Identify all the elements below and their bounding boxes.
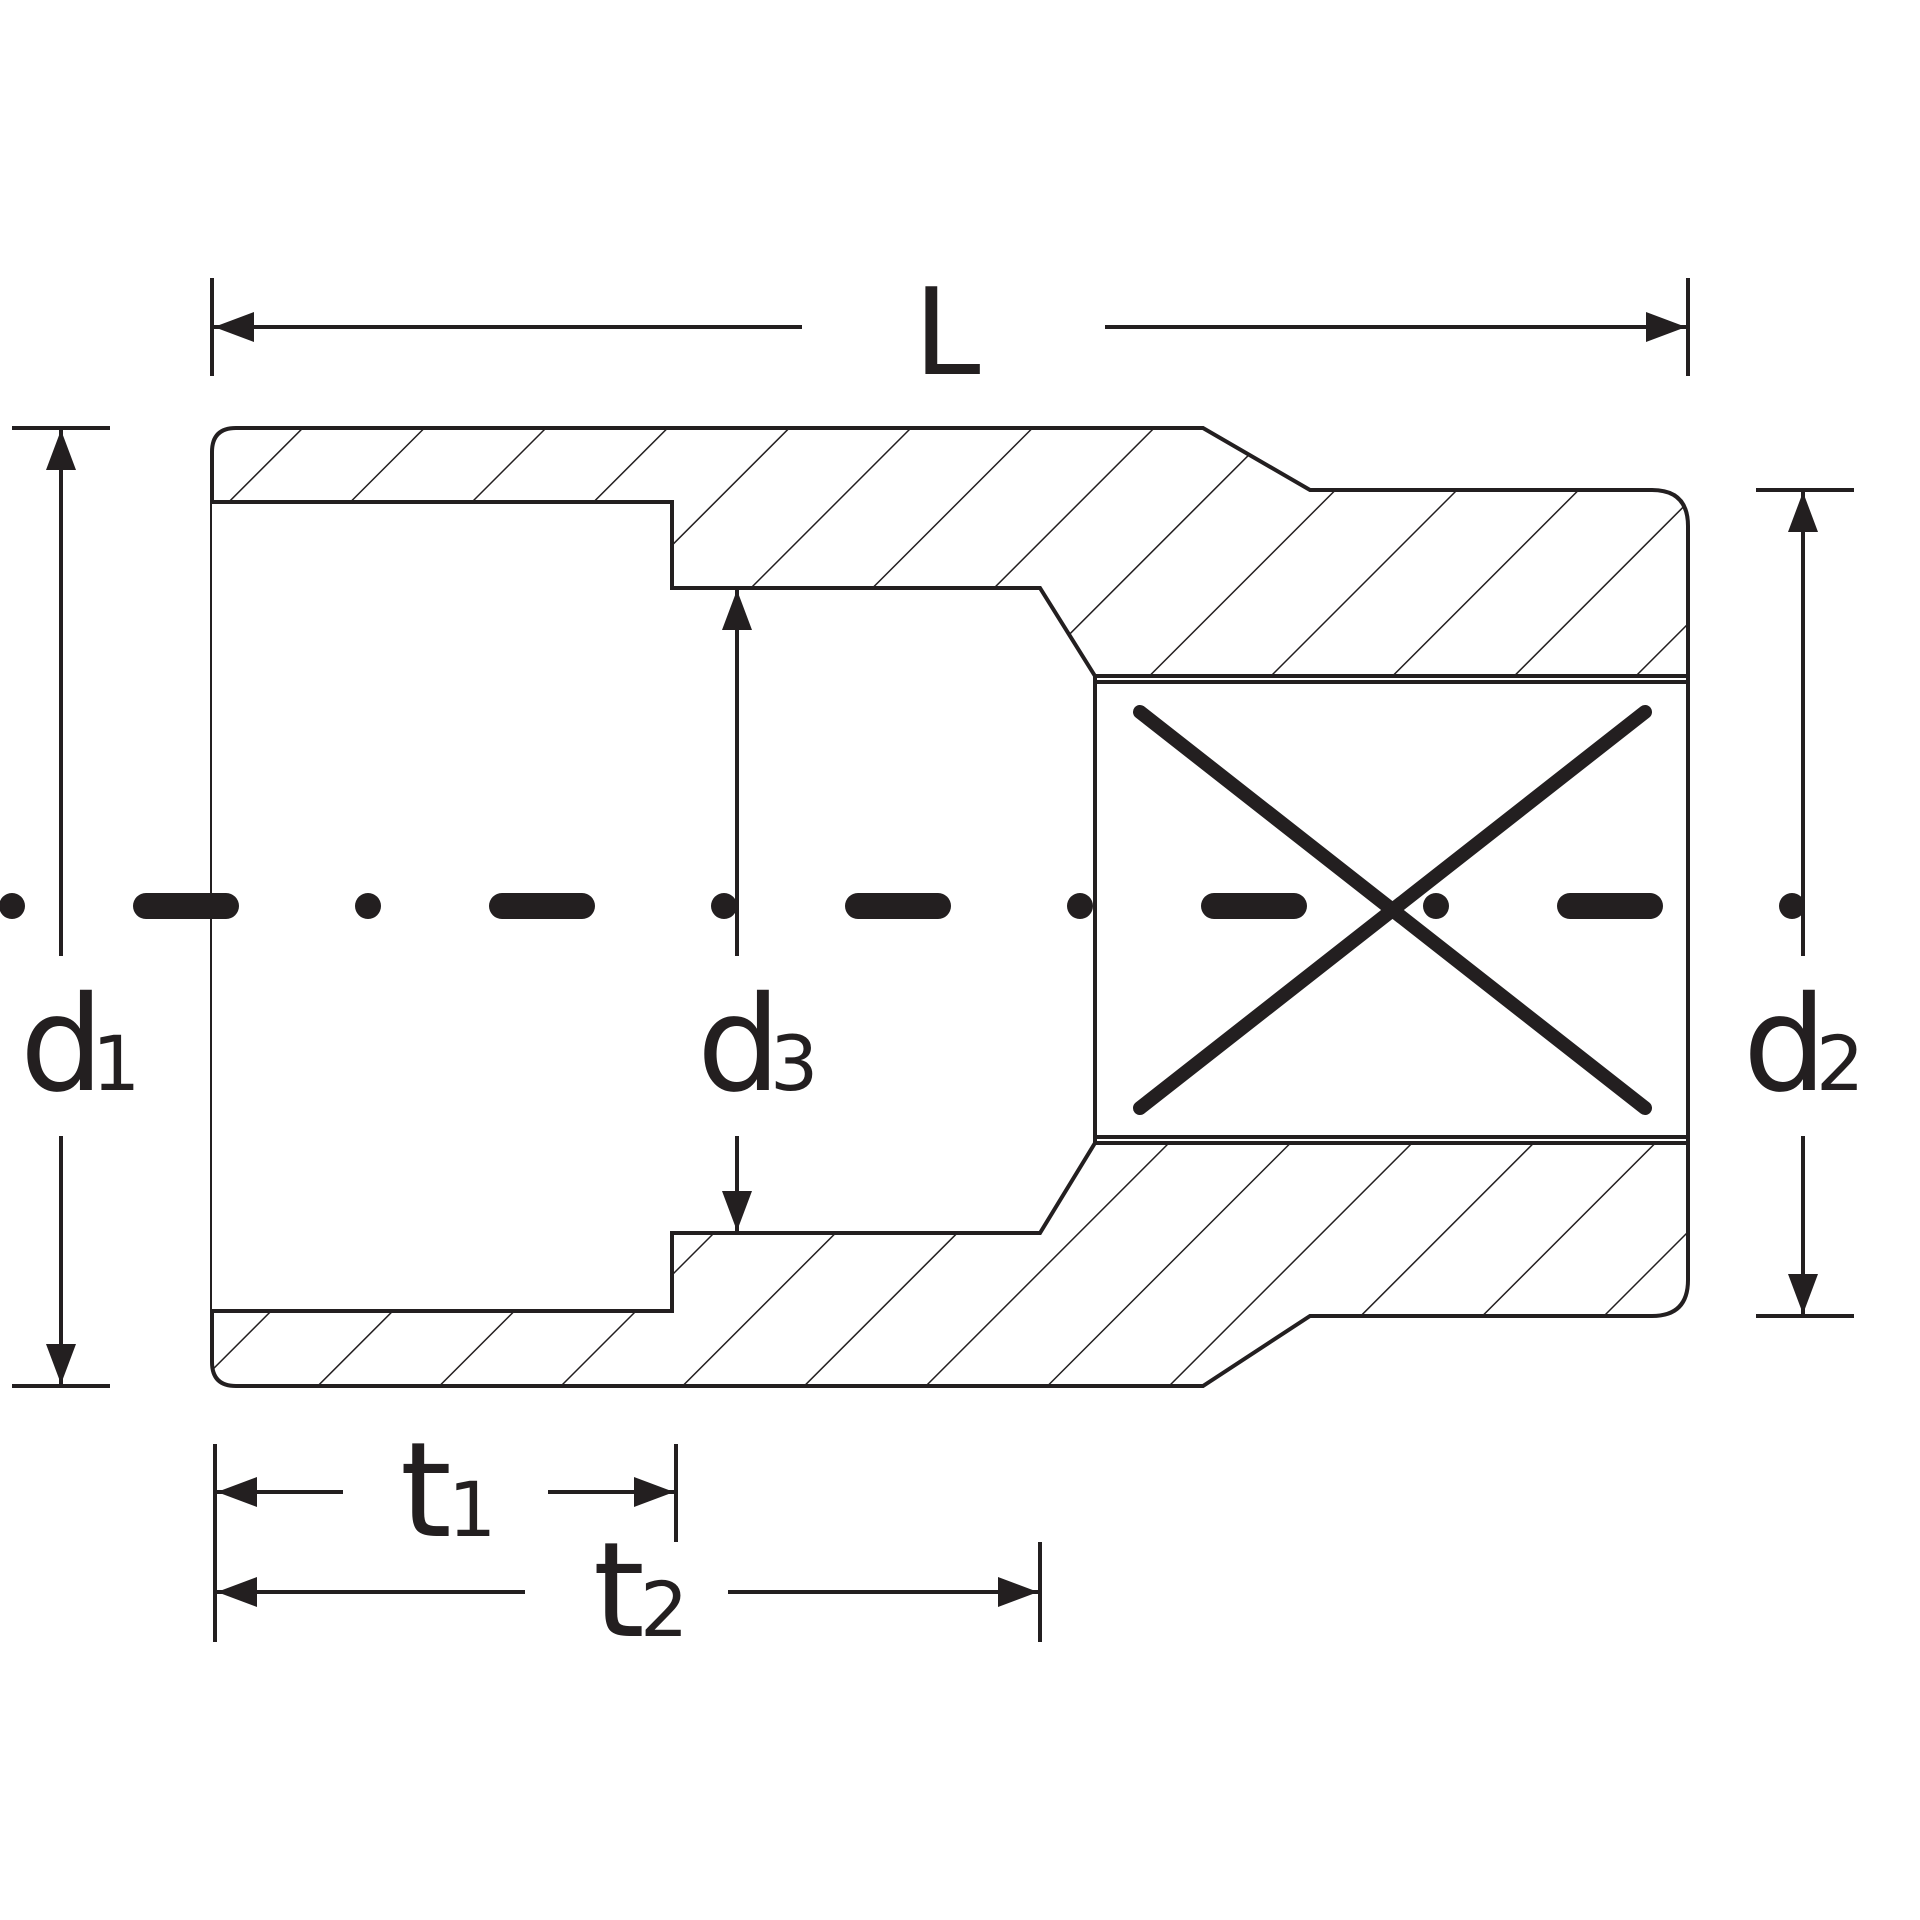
label-d1: d 1 xyxy=(20,968,140,1122)
svg-text:t: t xyxy=(593,1514,645,1668)
svg-text:t: t xyxy=(400,1414,452,1568)
dimension-t2 xyxy=(213,1542,1042,1642)
dimension-t1 xyxy=(213,1444,678,1542)
svg-text:3: 3 xyxy=(770,1019,818,1108)
label-L: L xyxy=(914,264,981,403)
label-d3: d 3 xyxy=(697,968,818,1122)
svg-text:2: 2 xyxy=(1816,1019,1864,1108)
dimension-d1 xyxy=(12,426,110,1388)
dimension-L xyxy=(210,278,1690,376)
label-t1: t 1 xyxy=(400,1414,496,1568)
svg-text:2: 2 xyxy=(640,1565,688,1654)
svg-text:1: 1 xyxy=(448,1465,496,1554)
socket-outer-contour xyxy=(210,426,1690,1388)
cross-icon xyxy=(1133,705,1652,1115)
svg-text:1: 1 xyxy=(92,1019,140,1108)
svg-text:d: d xyxy=(20,968,104,1122)
svg-text:d: d xyxy=(697,968,781,1122)
label-d2: d 2 xyxy=(1743,968,1864,1122)
label-t2: t 2 xyxy=(593,1514,688,1668)
dimension-d2 xyxy=(1756,488,1854,1318)
svg-text:d: d xyxy=(1743,968,1827,1122)
socket-wall-hatched xyxy=(212,428,1688,1386)
